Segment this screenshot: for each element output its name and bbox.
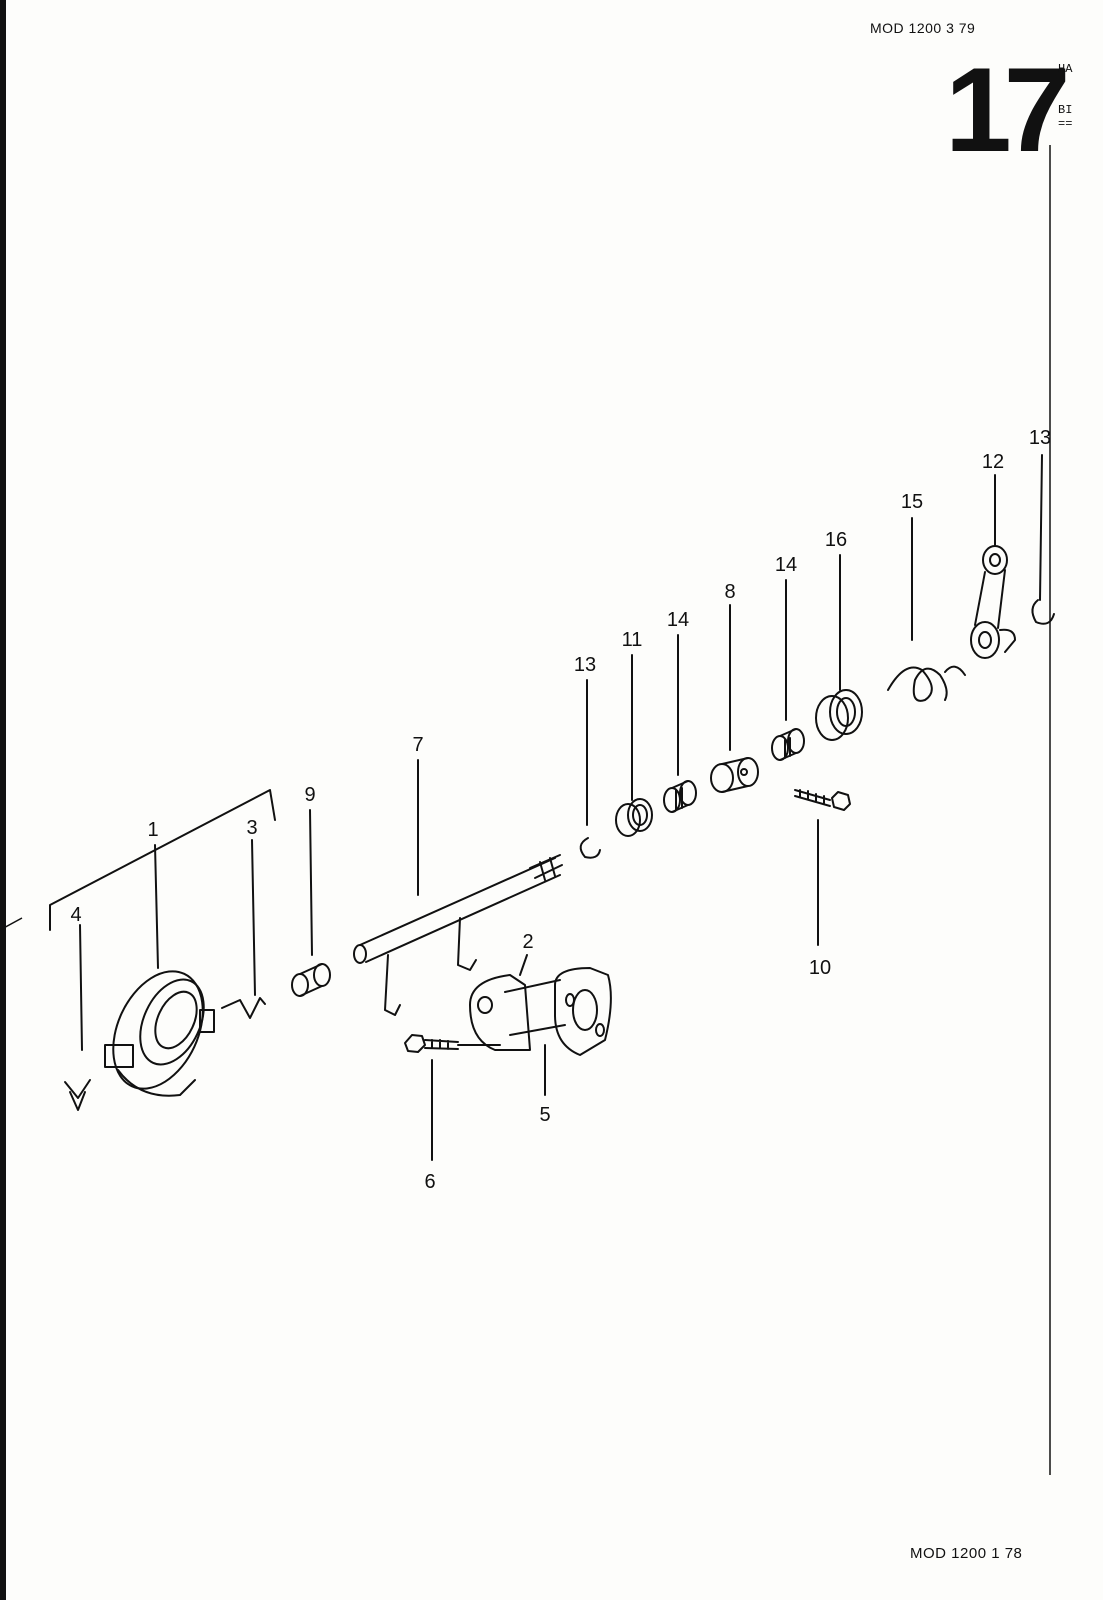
edge-text-top: HA [1058, 62, 1073, 76]
model-code-top: MOD 1200 3 79 [870, 20, 976, 36]
bushing-part-9 [291, 963, 331, 997]
callout-11: 11 [621, 629, 643, 651]
release-bearing-part [104, 970, 215, 1097]
spring-part-15 [887, 665, 966, 702]
model-code-bottom: MOD 1200 1 78 [910, 1545, 1023, 1562]
clip-part-4 [64, 1079, 91, 1111]
callout-15: 15 [900, 491, 924, 513]
callout-6: 6 [424, 1171, 436, 1193]
edge-text-mid: BI [1058, 103, 1073, 117]
bushing-part-14 [663, 780, 697, 813]
callout-14-left: 14 [666, 609, 690, 631]
callout-14-right: 14 [774, 554, 798, 576]
screw-part-10 [794, 789, 851, 811]
group-bracket [49, 789, 276, 931]
edge-text-rule: == [1058, 117, 1073, 131]
binding-edge [0, 0, 6, 1600]
callout-13-right: 13 [1028, 427, 1052, 449]
callout-1: 1 [147, 819, 159, 841]
callout-2: 2 [522, 931, 534, 953]
callout-3: 3 [246, 817, 258, 839]
sleeve-part-8 [710, 757, 759, 793]
bushing-part-14-right [771, 728, 805, 761]
seal-ring-part-11 [615, 798, 653, 837]
bolt-part-6 [404, 1034, 459, 1053]
callout-13-left: 13 [573, 654, 597, 676]
callout-5: 5 [539, 1104, 551, 1126]
callout-12: 12 [981, 451, 1005, 473]
callout-9: 9 [304, 784, 316, 806]
callout-10: 10 [808, 957, 832, 979]
lever-part-12 [970, 545, 1016, 659]
shift-shaft-part-7 [353, 854, 563, 1016]
callout-4: 4 [70, 904, 82, 926]
section-number: 17 [945, 43, 1071, 177]
callout-8: 8 [724, 581, 736, 603]
callout-16: 16 [824, 529, 848, 551]
guide-sleeve-part-5 [469, 967, 612, 1056]
circlip-part-13 [579, 837, 601, 859]
callout-7: 7 [412, 734, 424, 756]
circlip-part-13-right [1031, 599, 1055, 625]
ring-part-16 [815, 689, 863, 741]
spring-clip-part-3 [221, 997, 266, 1019]
